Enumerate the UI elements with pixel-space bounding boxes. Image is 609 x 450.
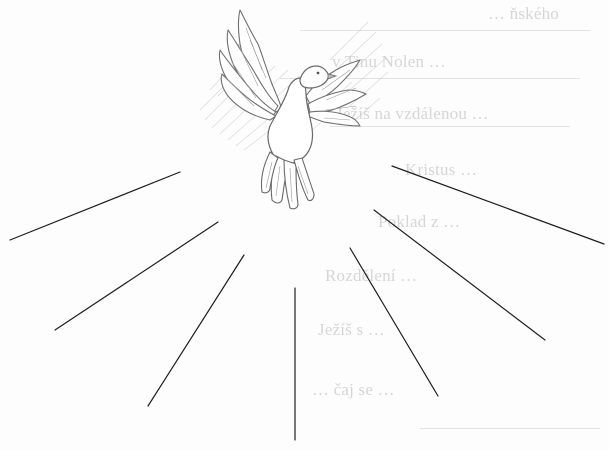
ray-lines xyxy=(10,166,604,440)
dove-eye xyxy=(317,72,320,75)
ray-line xyxy=(10,172,180,240)
ray-line xyxy=(148,255,244,406)
ray-line xyxy=(374,210,545,340)
ray-line xyxy=(55,222,218,330)
ray-line xyxy=(350,248,438,396)
ray-line xyxy=(392,166,604,244)
left-wing xyxy=(219,10,282,120)
